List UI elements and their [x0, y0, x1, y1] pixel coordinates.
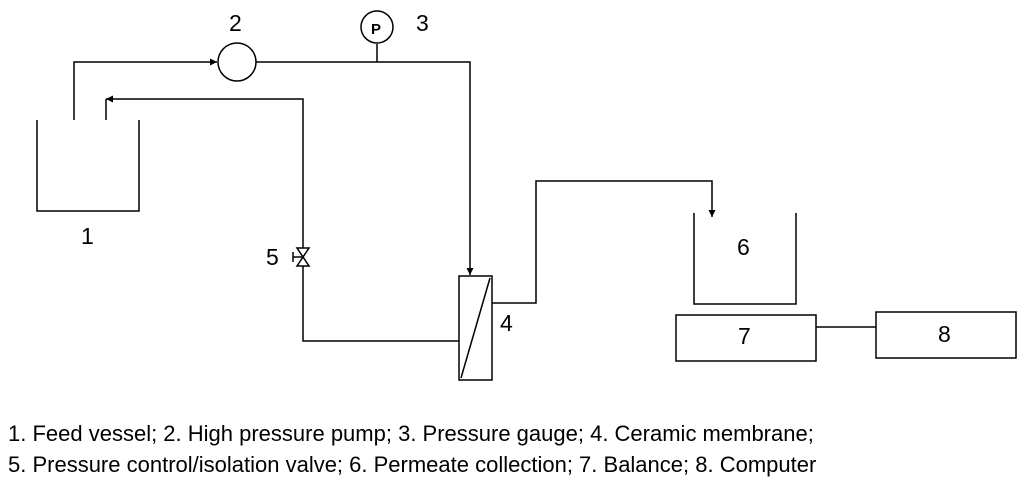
legend-line-1: 1. Feed vessel; 2. High pressure pump; 3… — [8, 421, 814, 446]
retentate-return-line — [106, 95, 459, 342]
legend: 1. Feed vessel; 2. High pressure pump; 3… — [8, 418, 816, 480]
pressure-gauge — [360, 10, 394, 44]
computer-box — [875, 311, 1017, 359]
high-pressure-pump — [217, 42, 257, 82]
feed-vessel — [36, 120, 140, 212]
label-gauge: 3 — [416, 10, 429, 36]
ceramic-membrane — [458, 275, 493, 381]
label-permeate-collection: 6 — [737, 234, 750, 260]
feed-line — [73, 58, 217, 120]
label-pump: 2 — [229, 10, 242, 36]
label-membrane: 4 — [500, 310, 513, 336]
label-valve: 5 — [266, 244, 279, 270]
membrane-diagonal — [460, 277, 491, 379]
permeate-collection-vessel — [693, 213, 797, 305]
gauge-symbol: P — [371, 21, 381, 38]
label-feed-vessel: 1 — [81, 223, 94, 249]
label-balance: 7 — [738, 323, 751, 349]
permeate-line — [492, 180, 716, 304]
label-computer: 8 — [938, 321, 951, 347]
balance-box — [675, 314, 817, 362]
pressure-line — [256, 61, 474, 275]
legend-line-2: 5. Pressure control/isolation valve; 6. … — [8, 452, 817, 477]
